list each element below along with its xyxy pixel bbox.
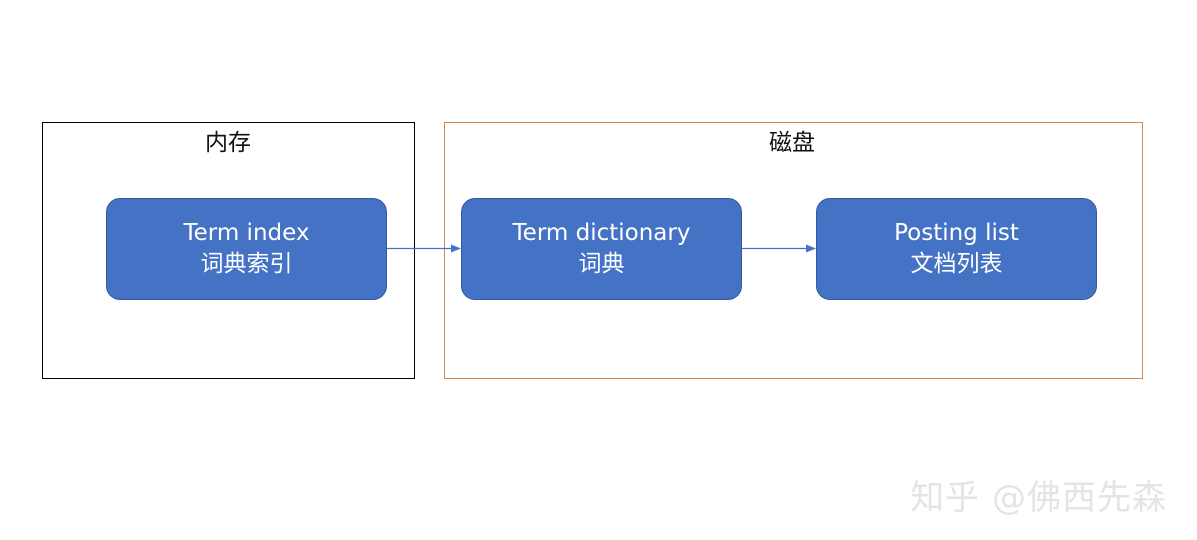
watermark: 知乎 @佛西先森 [910, 478, 1167, 518]
term-index-node: Term index 词典索引 [106, 198, 387, 300]
memory-region-title: 内存 [205, 130, 251, 156]
term-index-sublabel: 词典索引 [200, 251, 293, 277]
term-dictionary-sublabel: 词典 [578, 251, 625, 277]
term-index-label: Term index [183, 220, 310, 246]
term-dictionary-node: Term dictionary 词典 [461, 198, 742, 300]
posting-list-node: Posting list 文档列表 [816, 198, 1097, 300]
disk-region [444, 122, 1143, 379]
posting-list-label: Posting list [894, 220, 1019, 246]
term-dictionary-label: Term dictionary [512, 220, 691, 246]
disk-region-title: 磁盘 [769, 130, 815, 156]
posting-list-sublabel: 文档列表 [910, 251, 1003, 277]
memory-region [42, 122, 415, 379]
